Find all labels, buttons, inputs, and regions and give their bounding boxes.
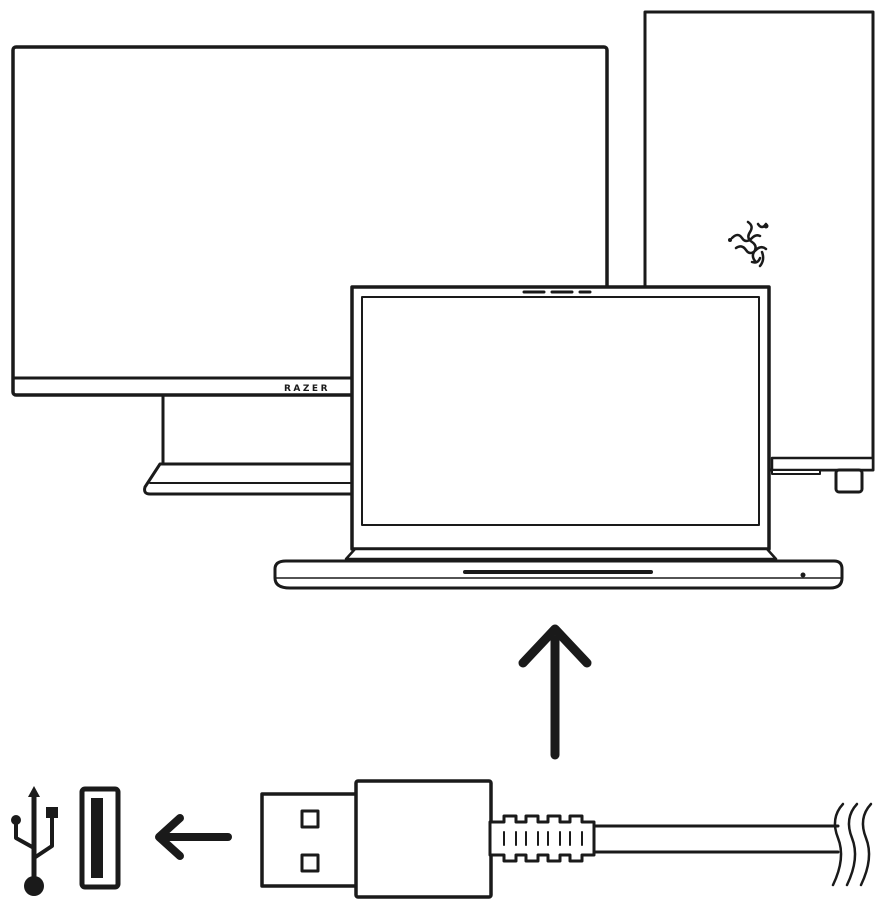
usb-icon xyxy=(11,786,58,896)
monitor-brand-label: RAZER xyxy=(284,384,330,394)
arrow-up-icon xyxy=(518,624,592,760)
razer-triple-snake-logo-icon xyxy=(728,220,769,268)
arrow-left-icon xyxy=(155,814,232,860)
usb-port-icon xyxy=(79,786,121,890)
cable-break-icon xyxy=(831,802,873,887)
laptop xyxy=(273,285,844,590)
usb-cable-plug xyxy=(260,779,840,899)
